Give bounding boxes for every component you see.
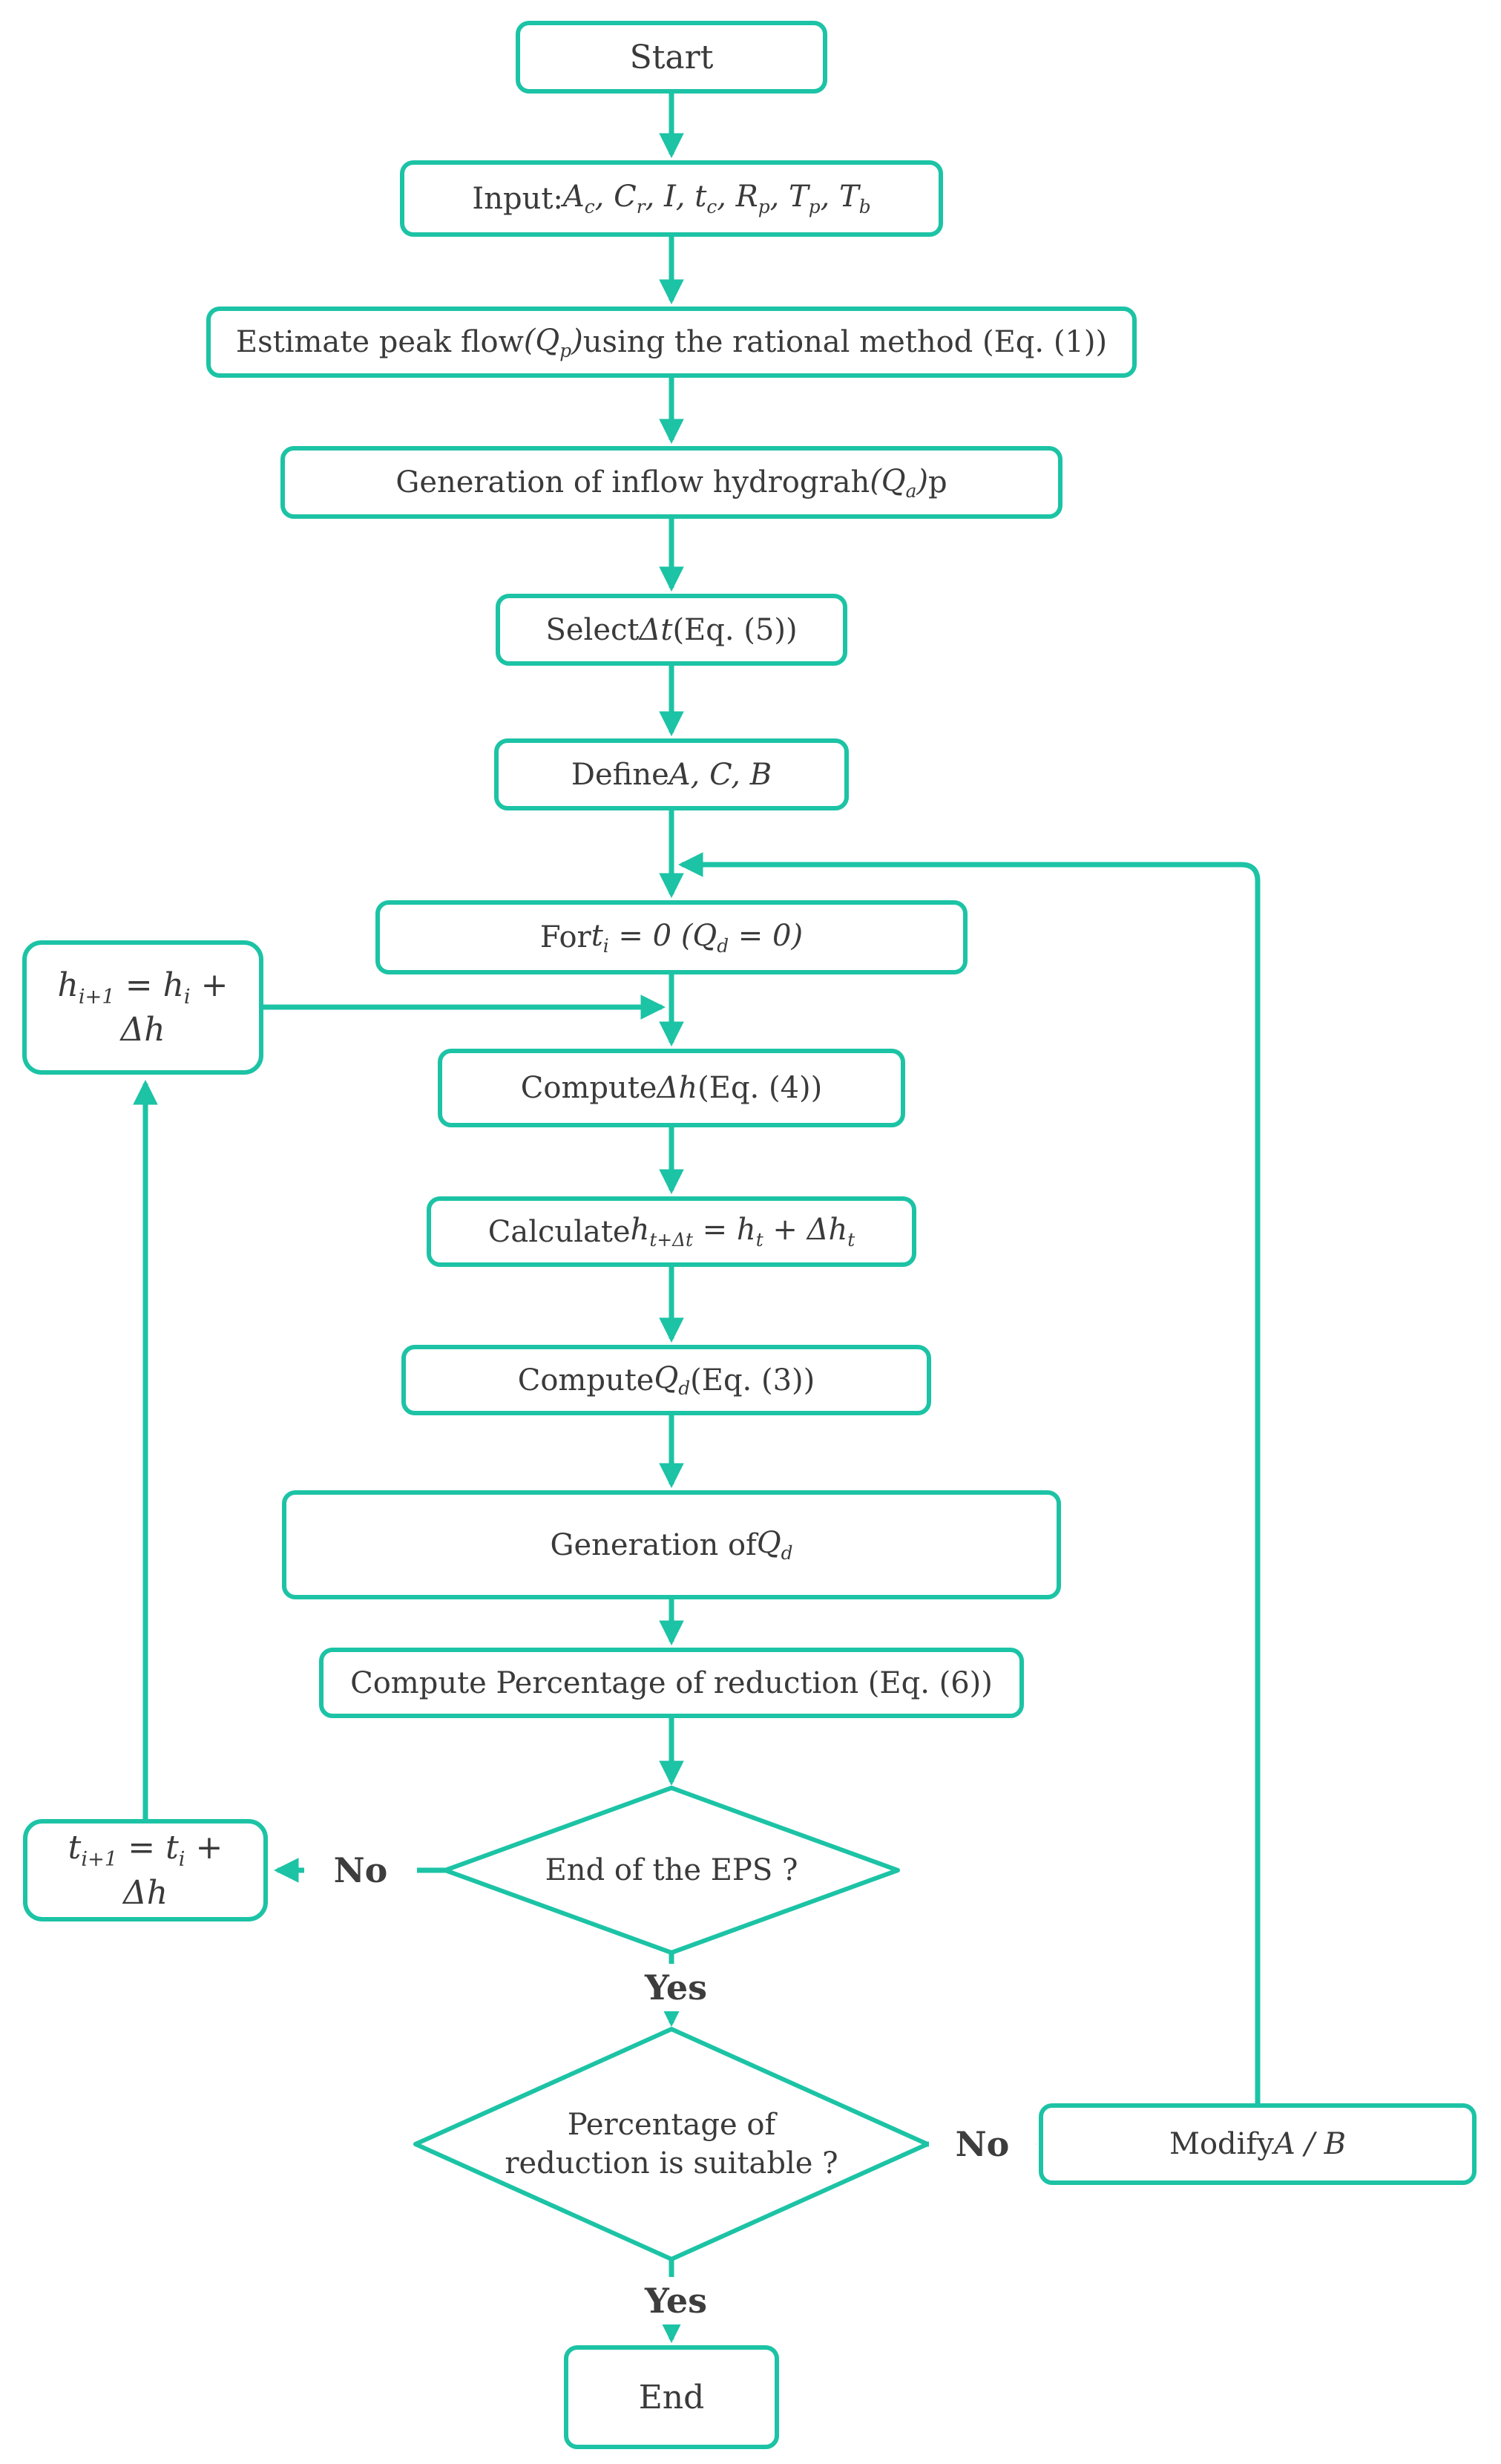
node-compute-dh: Compute Δh (Eq. (4)): [438, 1049, 905, 1127]
node-end: End: [564, 2345, 779, 2449]
node-generation-inflow-hydrograph: Generation of inflow hydrograh (Qa)p: [280, 446, 1062, 519]
node-input: Input: Ac, Cr, I, tc, Rp, Tp, Tb: [400, 160, 943, 237]
edge-label-eps-yes: Yes: [620, 1964, 732, 2011]
edge-label-eps-no: No: [304, 1847, 417, 1894]
edge-label-suitability-no: No: [929, 2120, 1036, 2168]
node-estimate-peak-flow: Estimate peak flow (Qp) using the ration…: [206, 307, 1137, 378]
node-compute-qd: Compute Qd (Eq. (3)): [401, 1345, 931, 1415]
node-for-ti-zero: For ti = 0 (Qd = 0): [375, 900, 968, 974]
edge-label-suitability-yes: Yes: [620, 2277, 732, 2324]
node-h-update: hi+1 = hi + Δh: [22, 940, 263, 1075]
node-select-dt: Select Δt (Eq. (5)): [496, 594, 847, 666]
node-start: Start: [516, 21, 827, 94]
node-t-update: ti+1 = ti + Δh: [23, 1819, 268, 1921]
edge-modify-loop-join: [677, 852, 1261, 2103]
decision-end-of-eps-label: End of the EPS ?: [545, 1853, 798, 1887]
node-calculate-h: Calculate ht+Δt = ht + Δht: [427, 1196, 916, 1267]
decision-end-of-eps-diamond: [443, 1786, 900, 1955]
node-modify-a-b: Modify A / B: [1039, 2103, 1477, 2185]
decision-percentage-suitable-diamond: [413, 2027, 930, 2261]
node-define-a-c-b: Define A, C, B: [494, 738, 849, 810]
node-compute-percentage-reduction: Compute Percentage of reduction (Eq. (6)…: [319, 1648, 1024, 1718]
node-generation-qd: Generation of Qd: [282, 1490, 1061, 1599]
